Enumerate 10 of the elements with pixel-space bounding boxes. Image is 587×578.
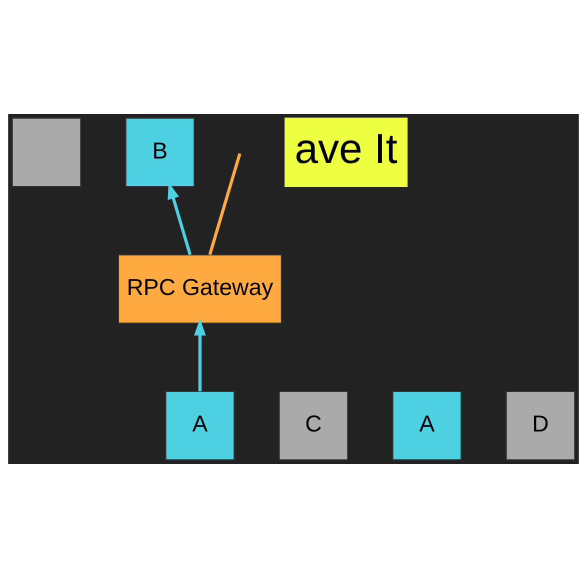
node-box: A — [165, 390, 235, 460]
connector — [208, 153, 242, 256]
node-box: A — [392, 390, 462, 460]
arrow — [194, 318, 206, 392]
label: ave It — [294, 124, 398, 172]
node-box: D — [506, 390, 576, 460]
node-box: RPC Gateway — [118, 254, 282, 324]
node-box: B — [125, 118, 195, 188]
node-box: C — [278, 390, 348, 460]
node-box — [12, 118, 82, 188]
